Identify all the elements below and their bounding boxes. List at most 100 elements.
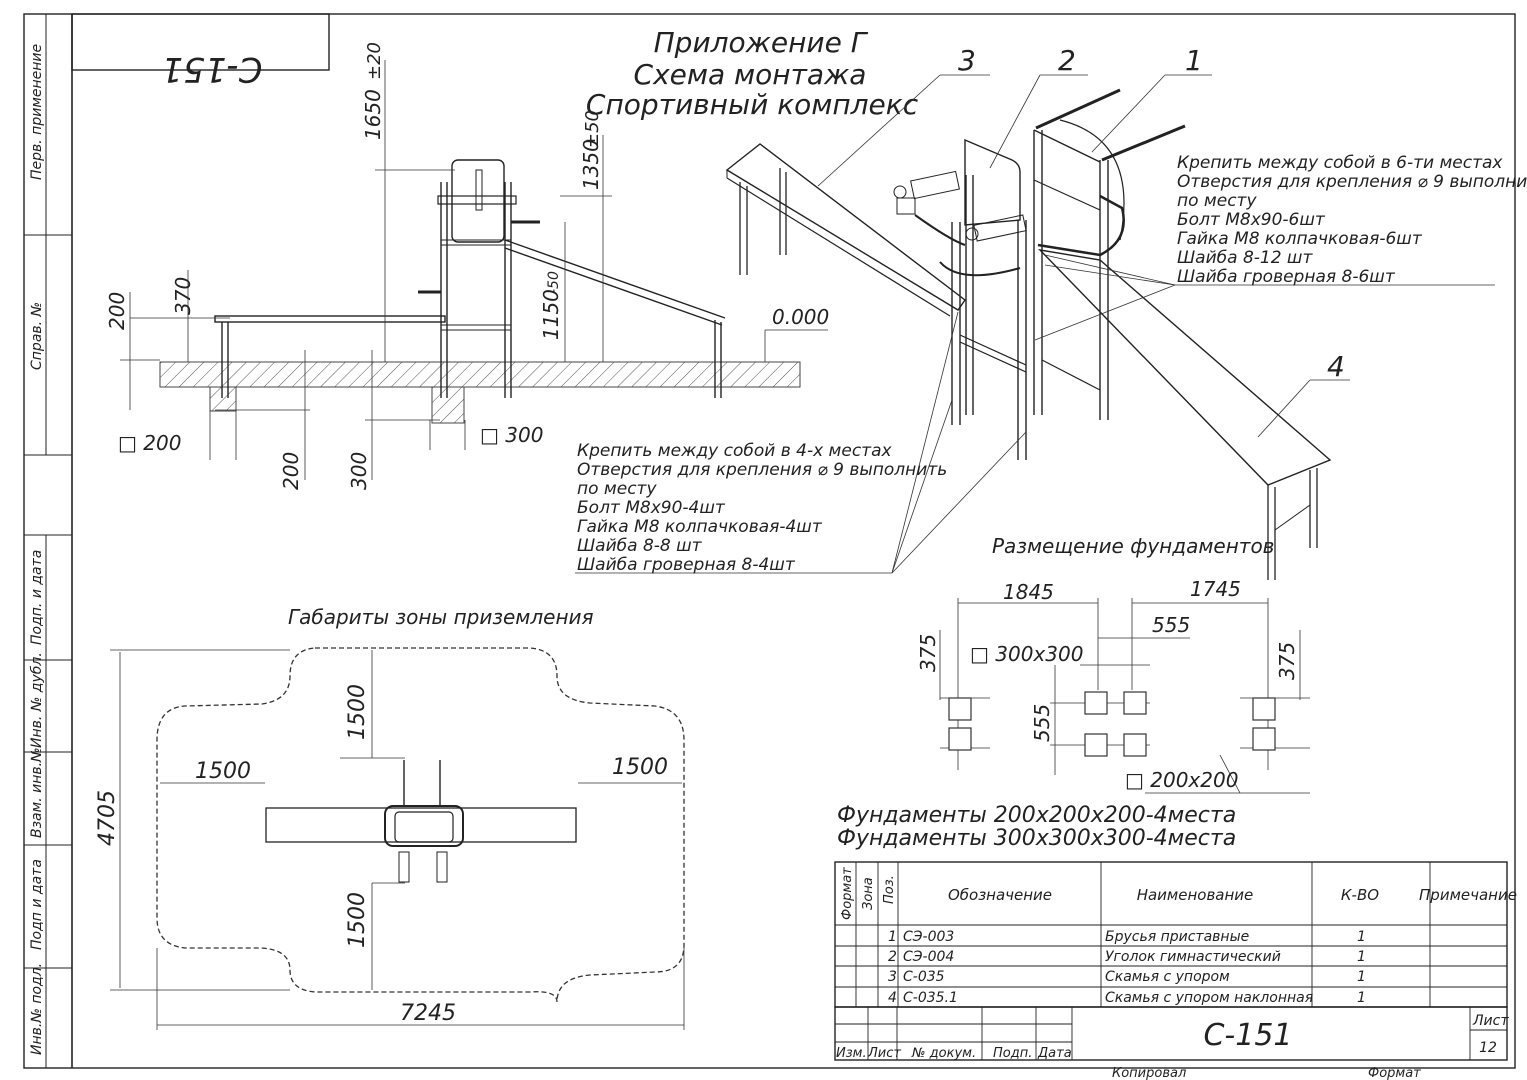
stamp-vzam: Взам. инв.№ (29, 747, 45, 838)
foundation-note-1: Фундаменты 200х200х200-4места (837, 803, 1236, 828)
foundation-note-2: Фундаменты 300х300х300-4места (837, 826, 1236, 851)
dim-1745: 1745 (1190, 577, 1241, 601)
note-6-places: Крепить между собой в 6-ти местах Отверс… (1177, 153, 1527, 287)
dim-1650: 1650 (361, 89, 385, 140)
row1-code: СЭ-003 (903, 929, 954, 945)
foundation-200 (209, 386, 237, 412)
stamp-sprav: Справ. № (29, 302, 45, 370)
row4-pos: 4 (888, 990, 897, 1006)
tb-sheet-no: 12 (1479, 1040, 1497, 1056)
stamp-inv-dubl: Инв. № дубл. (29, 652, 45, 748)
dim-300-bottom: 300 (347, 452, 371, 490)
dim-sq-200x200: □ 200х200 (1125, 768, 1238, 792)
zone-dim-1500-top: 1500 (345, 684, 370, 740)
dim-1845: 1845 (1003, 580, 1054, 604)
tb-list: Лист (867, 1046, 901, 1061)
note6-line-5: Гайка М8 колпачковая-6шт (1177, 229, 1423, 249)
note4-line-6: Шайба 8-8 шт (577, 536, 703, 556)
row1-pos: 1 (888, 929, 897, 945)
dim-375-right: 375 (1275, 642, 1299, 680)
hdr-name: Наименование (1137, 886, 1254, 904)
side-stamp-column: Перв. применение Справ. № Подп. и дата И… (24, 14, 72, 1068)
dim-1350: 1350 (579, 139, 603, 190)
dim-sq-300: □ 300 (480, 423, 543, 447)
landing-zone-outline (156, 647, 685, 1003)
row4-qty: 1 (1357, 990, 1366, 1006)
row3-code: С-035 (903, 969, 945, 985)
row4-name: Скамья с упором наклонная (1105, 990, 1313, 1006)
note6-line-4: Болт М8х90-6шт (1177, 210, 1326, 230)
note4-line-3: по месту (577, 479, 657, 499)
stamp-podp-1: Подп. и дата (29, 550, 45, 645)
stamp-inv-podl: Инв.№ подл. (29, 963, 45, 1055)
landing-zone-title: Габариты зоны приземления (288, 605, 594, 629)
dim-370: 370 (171, 277, 195, 315)
note6-line-3: по месту (1177, 191, 1257, 211)
level-zero: 0.000 (772, 305, 829, 329)
back-panel (451, 159, 505, 243)
stamp-podp-2: Подп и дата (29, 859, 45, 950)
title-block: Изм. Лист № докум. Подп. Дата С-151 Лист… (834, 1006, 1509, 1080)
row3-qty: 1 (1357, 969, 1366, 985)
spec-table: Формат Зона Поз. Обозначение Наименовани… (834, 861, 1517, 1008)
ground-hatch (159, 361, 801, 388)
zone-dim-1500-left: 1500 (195, 759, 251, 784)
note4-line-7: Шайба гроверная 8-4шт (577, 555, 796, 575)
note6-line-6: Шайба 8-12 шт (1177, 248, 1313, 268)
row2-code: СЭ-004 (903, 949, 954, 965)
dim-sq-300x300: □ 300х300 (970, 642, 1083, 666)
row2-qty: 1 (1357, 949, 1366, 965)
title-line-3: Спортивный комплекс (586, 88, 919, 121)
tb-podp: Подп. (993, 1046, 1032, 1061)
hdr-qty: К-ВО (1341, 886, 1379, 904)
zone-benches (265, 807, 577, 843)
tb-data: Дата (1037, 1046, 1072, 1061)
stamp-perv: Перв. применение (29, 44, 45, 180)
zone-dim-7245: 7245 (400, 1001, 456, 1026)
title-block-text: Приложение Г Схема монтажа Спортивный ко… (586, 26, 919, 121)
row2-pos: 2 (888, 949, 897, 965)
foundation-300 (431, 386, 465, 424)
hdr-note: Примечание (1419, 886, 1517, 904)
title-line-1: Приложение Г (654, 26, 869, 59)
dim-375-left: 375 (916, 634, 940, 672)
note4-line-1: Крепить между собой в 4-х местах (577, 441, 892, 461)
foundation-plan: Размещение фундаментов (916, 534, 1310, 794)
dim-200-top: 200 (105, 292, 129, 330)
dim-sq-200: □ 200 (118, 431, 181, 455)
outer-frame (23, 13, 1516, 1069)
foundation-plan-title: Размещение фундаментов (992, 534, 1274, 558)
tb-sheet-label: Лист (1472, 1013, 1509, 1029)
callout-4: 4 (1327, 350, 1345, 383)
title-line-2: Схема монтажа (634, 58, 867, 91)
zone-dim-1500-bottom: 1500 (345, 892, 370, 948)
bench-top (214, 315, 446, 323)
landing-zone: Габариты зоны приземления 1500 1500 1500… (95, 605, 685, 1030)
callout-1: 1 (1185, 44, 1203, 77)
hdr-pos: Поз. (882, 875, 897, 904)
note4-line-4: Болт М8х90-4шт (577, 498, 726, 518)
row3-pos: 3 (888, 969, 897, 985)
row4-code: С-035.1 (903, 990, 958, 1006)
code-box (71, 13, 330, 71)
hdr-zone: Зона (861, 877, 876, 910)
side-view: 1650 ±20 1350 ±50 1150 -50 370 200 0.000… (105, 42, 829, 490)
tb-copied: Копировал (1112, 1066, 1186, 1080)
note6-line-1: Крепить между собой в 6-ти местах (1177, 153, 1503, 173)
row3-name: Скамья с упором (1105, 969, 1230, 985)
tb-izm: Изм. (836, 1046, 867, 1061)
hdr-code: Обозначение (948, 886, 1052, 904)
zone-dim-1500-right: 1500 (612, 755, 668, 780)
isometric-view: 3 2 1 4 (575, 44, 1495, 580)
tb-code: С-151 (1203, 1018, 1292, 1053)
note4-line-5: Гайка М8 колпачковая-4шт (577, 517, 823, 537)
dim-1150: 1150 (539, 289, 563, 340)
dim-555-top: 555 (1152, 613, 1190, 637)
dim-555-left: 555 (1030, 704, 1054, 742)
sheet-code-mirrored: С-151 (162, 49, 263, 89)
note4-line-2: Отверстия для крепления ⌀ 9 выполнить (577, 460, 947, 480)
note6-line-2: Отверстия для крепления ⌀ 9 выполнить (1177, 172, 1527, 192)
dim-1650-tol: ±20 (364, 42, 385, 80)
